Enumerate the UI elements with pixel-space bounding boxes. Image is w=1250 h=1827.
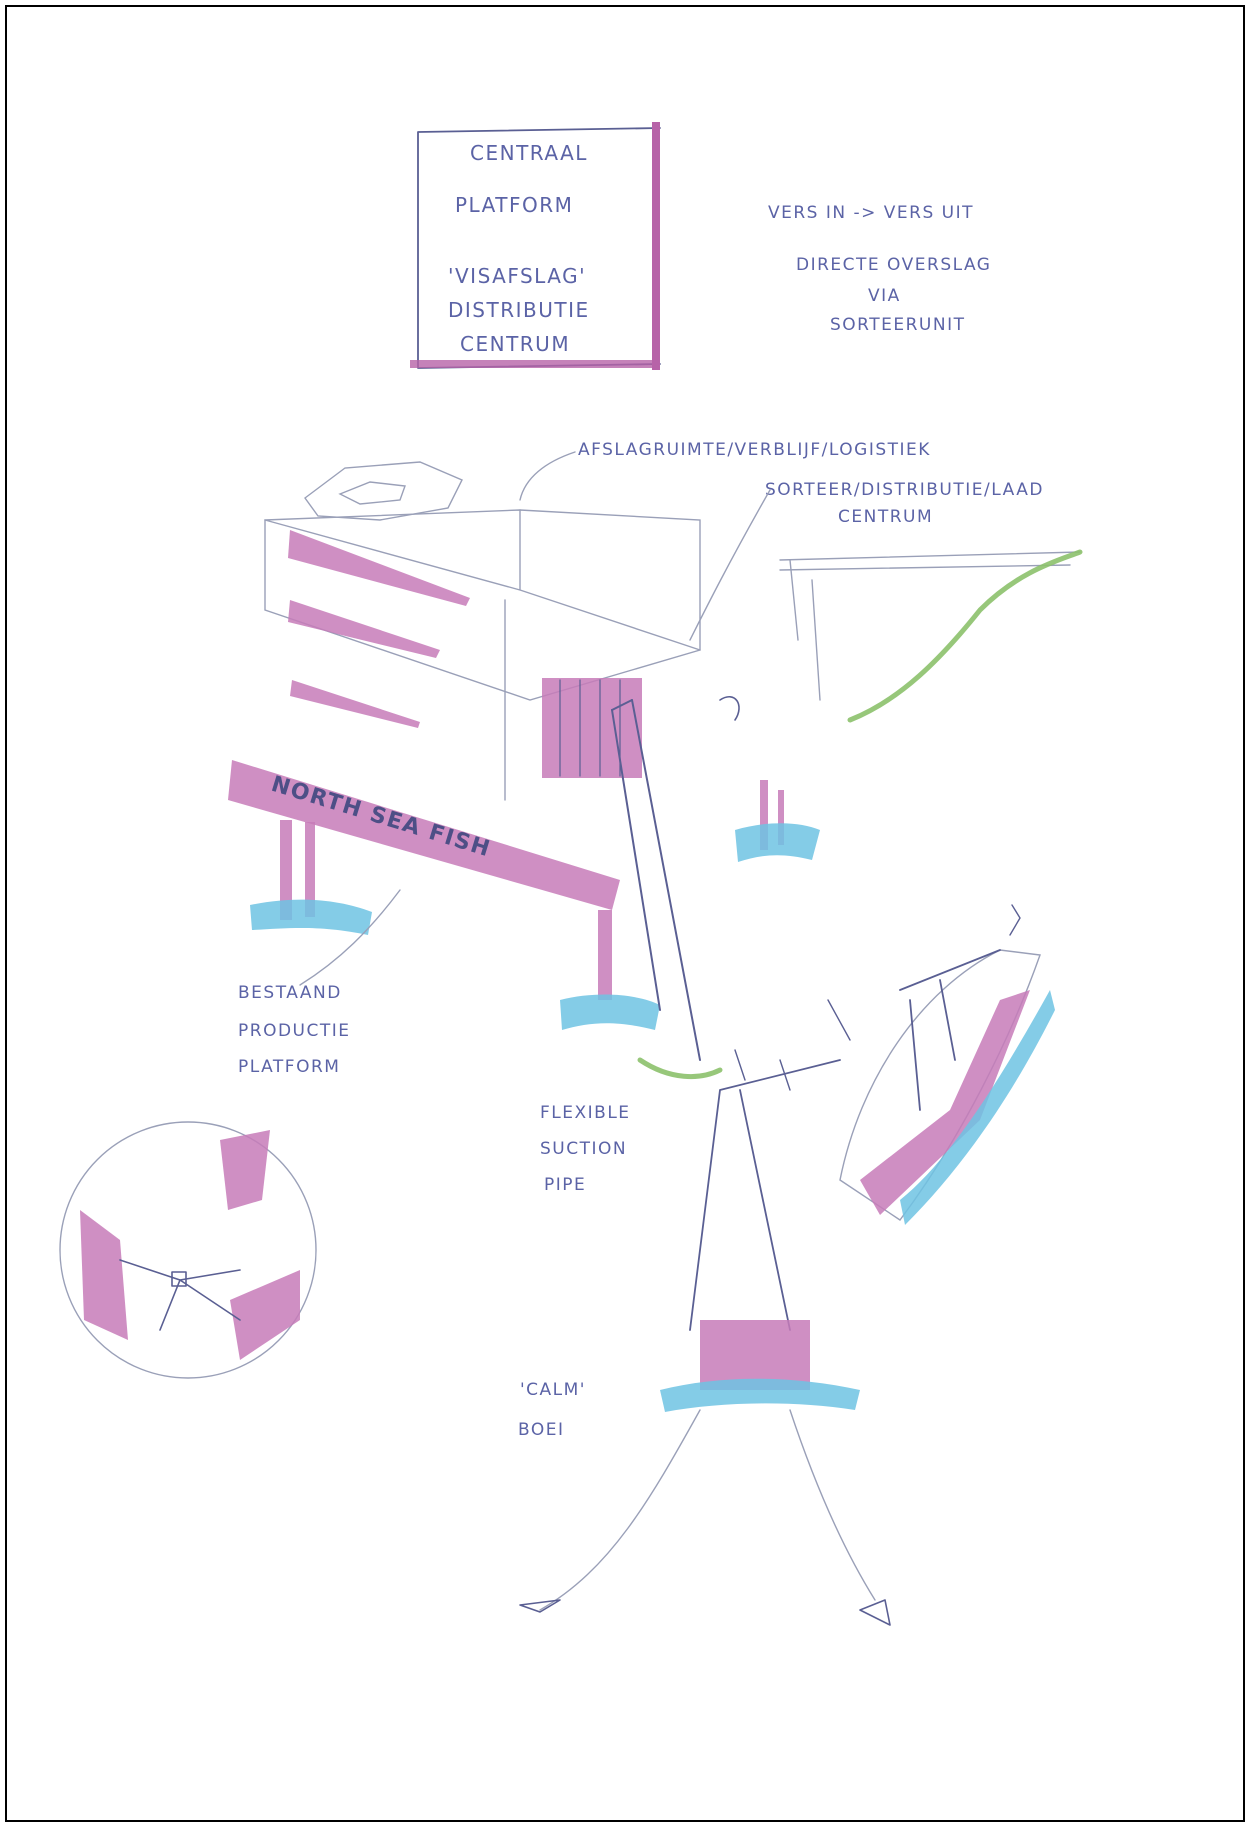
title-line-2: PLATFORM [455,193,573,217]
pipe-label: FLEXIBLE SUCTION PIPE [540,1060,720,1195]
title-line-3: 'VISAFSLAG' [448,264,586,288]
platform-label-line-3: CENTRUM [838,507,933,527]
title-line-5: CENTRUM [460,332,570,356]
pipe-line-1: FLEXIBLE [540,1103,631,1123]
fishing-boat [840,905,1055,1225]
central-platform [265,462,700,800]
platform-label-line-1: AFSLAGRUIMTE/VERBLIJF/LOGISTIEK [578,440,931,460]
detail-inset [60,1122,316,1378]
title-box: CENTRAAL PLATFORM 'VISAFSLAG' DISTRIBUTI… [410,122,660,370]
note-line-3: VIA [868,286,901,306]
production-line-3: PLATFORM [238,1057,340,1077]
platform-label: AFSLAGRUIMTE/VERBLIJF/LOGISTIEK SORTEER/… [520,440,1044,640]
platform-label-line-2: SORTEER/DISTRIBUTIE/LAAD [765,480,1044,500]
note-line-4: SORTEERUNIT [830,315,965,335]
title-line-4: DISTRIBUTIE [448,298,590,322]
pipe-line-2: SUCTION [540,1139,627,1159]
buoy-label: 'CALM' BOEI [518,1380,586,1440]
note-line-2: DIRECTE OVERSLAG [796,255,991,275]
calm-buoy [520,1000,890,1625]
crane [612,552,1080,1060]
process-note: VERS IN -> VERS UIT DIRECTE OVERSLAG VIA… [768,203,991,335]
buoy-line-2: BOEI [518,1420,565,1440]
pipe-line-3: PIPE [544,1175,586,1195]
buoy-line-1: 'CALM' [520,1380,586,1400]
note-line-1: VERS IN -> VERS UIT [768,203,974,223]
production-line-1: BESTAAND [238,983,342,1003]
title-line-1: CENTRAAL [470,141,588,165]
production-line-2: PRODUCTIE [238,1021,351,1041]
page-border [6,6,1244,1821]
